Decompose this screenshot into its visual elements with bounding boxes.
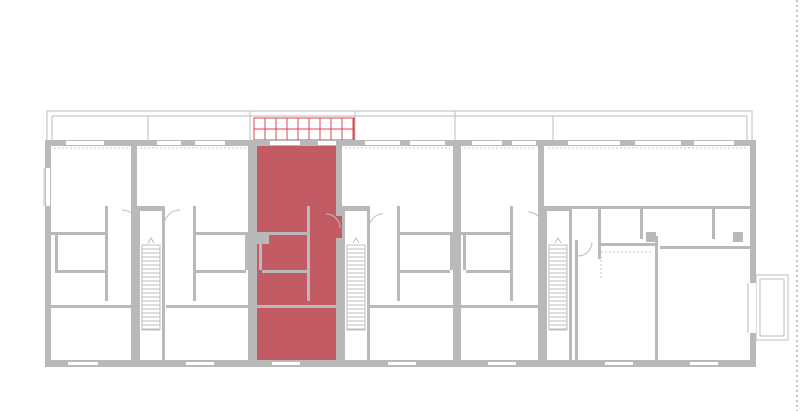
stair-direction-icon xyxy=(147,237,155,244)
left-window xyxy=(46,168,50,206)
highlighted-balcony-railing xyxy=(253,117,355,141)
stair-core xyxy=(544,206,572,360)
interior-walls xyxy=(51,206,750,360)
door-swings xyxy=(121,209,593,257)
stair-direction-icon xyxy=(352,237,360,244)
dashed-lines xyxy=(54,147,748,280)
top-windows xyxy=(66,141,734,145)
party-walls xyxy=(131,146,544,360)
stair-direction-icon xyxy=(554,237,562,244)
stair-core xyxy=(342,206,370,360)
side-balcony xyxy=(747,274,789,341)
bottom-windows xyxy=(68,362,718,365)
highlighted-unit xyxy=(257,146,342,360)
stair-core xyxy=(137,206,165,360)
stair-cores xyxy=(137,206,572,360)
balcony-outline xyxy=(46,110,753,142)
